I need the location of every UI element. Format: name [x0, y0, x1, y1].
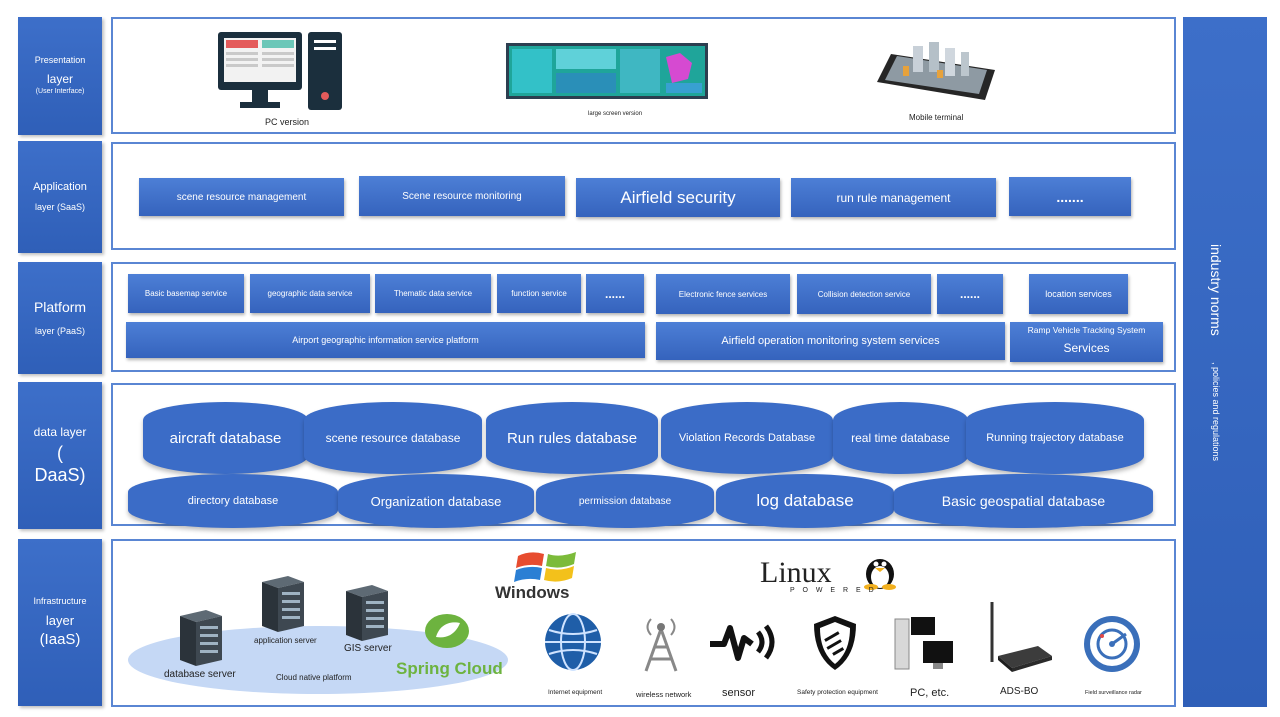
- layer-label-platform: Platform layer (PaaS): [18, 262, 102, 374]
- layer-label-line: Presentation: [34, 55, 86, 66]
- mobile-icon: [877, 42, 995, 100]
- device-label-radar: Field surveillance radar: [1085, 690, 1142, 696]
- device-label-adsb: ADS-BO: [1000, 686, 1039, 697]
- layer-label-line: layer: [46, 72, 73, 86]
- layer-label-line: layer (SaaS): [34, 202, 86, 213]
- ramp-vehicle-tracking: Ramp Vehicle Tracking System Services: [1010, 322, 1163, 362]
- application-server-label: application server: [254, 636, 317, 645]
- linux-label: Linux: [760, 556, 832, 589]
- layer-label-line: data layer: [33, 424, 87, 439]
- app-scene-resource-management: scene resource management: [139, 178, 344, 216]
- svc-location: location services: [1029, 274, 1128, 314]
- ramp-line-1: Ramp Vehicle Tracking System: [1027, 325, 1146, 335]
- cloud-native-label: Cloud native platform: [276, 673, 352, 682]
- spring-leaf-icon: [425, 614, 469, 648]
- device-label-wireless: wireless network: [636, 690, 692, 699]
- layer-label-line: Platform: [33, 299, 87, 316]
- svc-function: function service: [497, 274, 581, 313]
- svc-geographic-data: geographic data service: [250, 274, 370, 313]
- db-scene-resource: scene resource database: [304, 402, 482, 474]
- windows-logo-icon: [514, 552, 576, 582]
- windows-label: Windows: [495, 583, 570, 602]
- layer-label-line: (: [57, 443, 63, 464]
- svc-gis-more: ......: [586, 274, 644, 313]
- db-basic-geospatial: Basic geospatial database: [894, 474, 1153, 528]
- layer-label-data: data layer ( DaaS): [18, 382, 102, 529]
- svc-basic-basemap: Basic basemap service: [128, 274, 244, 313]
- svc-electronic-fence: Electronic fence services: [656, 274, 790, 314]
- db-log: log database: [716, 474, 894, 528]
- db-run-rules: Run rules database: [486, 402, 658, 474]
- layer-label-presentation: Presentation layer (User Interface): [18, 17, 102, 135]
- database-server-icon: [180, 610, 222, 666]
- database-server-label: database server: [164, 669, 236, 680]
- wireless-tower-icon: [644, 618, 678, 672]
- policies-regulations-text: , policies and regulations: [1211, 362, 1221, 462]
- app-scene-resource-monitoring: Scene resource monitoring: [359, 176, 565, 216]
- app-run-rule-management: run rule management: [791, 178, 996, 217]
- globe-icon: [545, 613, 601, 671]
- db-directory: directory database: [128, 474, 338, 528]
- pc-icon: [218, 32, 342, 110]
- layer-label-line: DaaS): [34, 464, 86, 485]
- layer-label-line: Infrastructure: [33, 596, 87, 607]
- svc-monitor-more: ......: [937, 274, 1003, 314]
- svc-collision-detection: Collision detection service: [797, 274, 931, 314]
- layer-label-application: Application layer (SaaS): [18, 141, 102, 253]
- sensor-icon: [710, 624, 775, 661]
- layer-label-line: Application: [33, 181, 87, 193]
- ads-b-receiver-icon: [990, 602, 1052, 672]
- large-screen-icon: [506, 43, 708, 99]
- gis-server-icon: [346, 585, 388, 641]
- db-running-trajectory: Running trajectory database: [966, 402, 1144, 474]
- pc-tower-icon: [894, 617, 953, 670]
- device-label-pc: PC, etc.: [910, 687, 950, 699]
- monitor-platform-bar: Airfield operation monitoring system ser…: [656, 322, 1005, 360]
- layer-label-line: layer (PaaS): [34, 326, 86, 336]
- db-aircraft: aircraft database: [143, 402, 308, 474]
- radar-icon: [1084, 616, 1140, 672]
- app-more: .......: [1009, 177, 1131, 216]
- industry-norms-column: [1183, 17, 1267, 707]
- ramp-line-2: Services: [1063, 341, 1110, 355]
- db-real-time: real time database: [833, 402, 968, 474]
- tux-penguin-icon: [864, 559, 896, 590]
- spring-cloud-label: Spring Cloud: [396, 659, 503, 678]
- layer-label-line: layer: [45, 613, 75, 629]
- shield-icon: [814, 616, 856, 670]
- svc-thematic-data: Thematic data service: [375, 274, 491, 313]
- linux-powered-label: P O W E R E D: [790, 587, 877, 594]
- mobile-terminal-caption: Mobile terminal: [906, 112, 967, 123]
- device-label-safety: Safety protection equipment: [797, 689, 878, 696]
- device-label-internet: Internet equipment: [548, 689, 603, 696]
- gis-platform-bar: Airport geographic information service p…: [126, 322, 645, 358]
- industry-norms-title: industry norms: [1208, 244, 1224, 336]
- application-server-icon: [262, 576, 304, 632]
- db-organization: Organization database: [338, 474, 534, 528]
- device-label-sensor: sensor: [722, 687, 756, 699]
- layer-label-line: (IaaS): [39, 630, 81, 648]
- db-permission: permission database: [536, 474, 714, 528]
- layer-label-line: (User Interface): [35, 88, 85, 96]
- large-screen-caption: large screen version: [585, 110, 646, 118]
- pc-version-caption: PC version: [262, 116, 313, 128]
- layer-label-infrastructure: Infrastructure layer (IaaS): [18, 539, 102, 706]
- db-violation-records: Violation Records Database: [661, 402, 833, 474]
- app-airfield-security: Airfield security: [576, 178, 780, 217]
- gis-server-label: GIS server: [344, 643, 392, 654]
